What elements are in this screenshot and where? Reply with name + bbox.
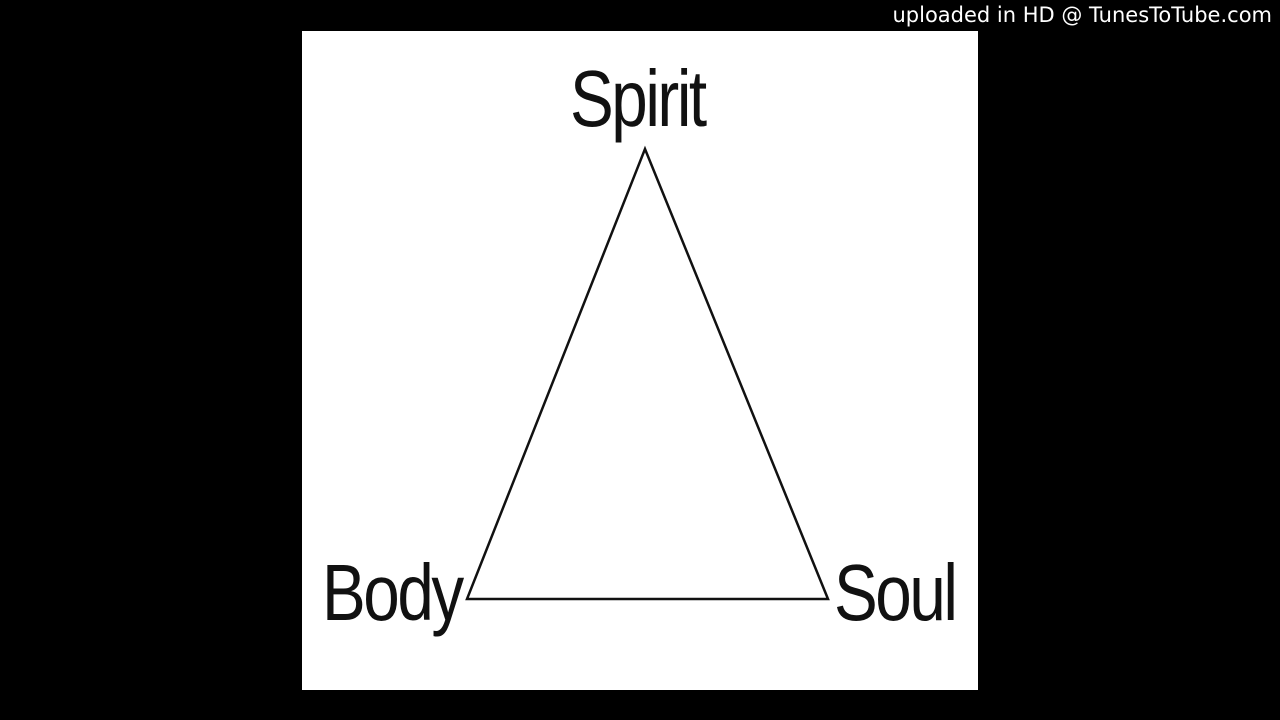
label-soul: Soul xyxy=(834,548,958,637)
label-spirit: Spirit xyxy=(570,54,707,143)
watermark-text: uploaded in HD @ TunesToTube.com xyxy=(892,3,1272,27)
diagram-panel: Spirit Body Soul xyxy=(302,31,978,690)
triangle-diagram xyxy=(465,145,830,601)
label-body: Body xyxy=(322,548,464,637)
triangle-shape xyxy=(465,145,830,601)
